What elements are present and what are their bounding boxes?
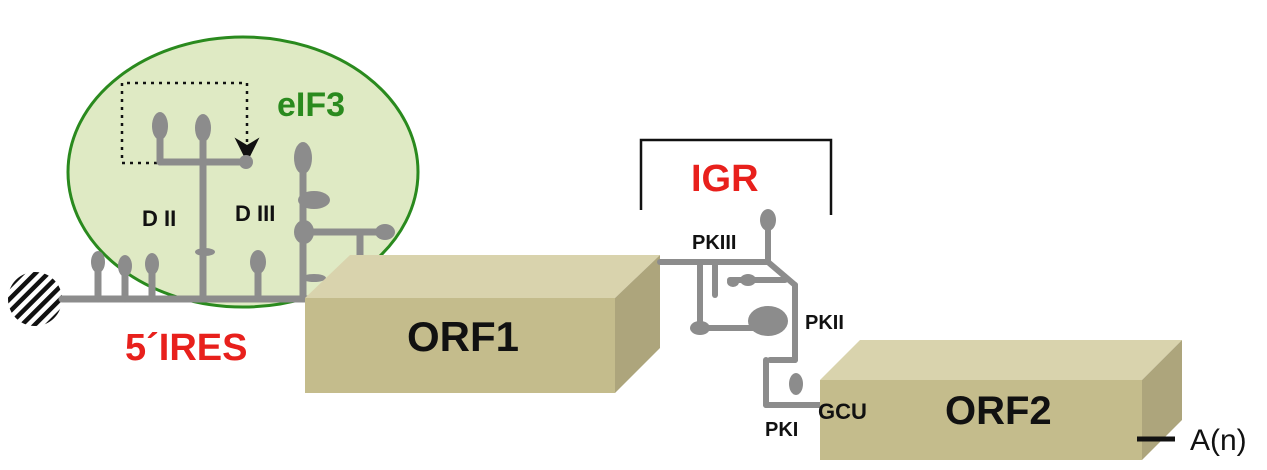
- orf2-label: ORF2: [945, 389, 1052, 433]
- gcu-label: GCU: [818, 399, 867, 424]
- orf1-box: [305, 255, 660, 393]
- polya-label: A(n): [1190, 424, 1247, 457]
- igr-label: IGR: [691, 158, 759, 200]
- d3-label: D III: [235, 201, 275, 226]
- five-prime-cap: [8, 272, 62, 326]
- dotted-arrow: [120, 81, 260, 165]
- pkii-label: PKII: [805, 312, 844, 334]
- pkiii-label: PKIII: [692, 232, 736, 254]
- eif3-complex: [66, 35, 420, 309]
- eif3-label: eIF3: [277, 86, 345, 124]
- orf1-label: ORF1: [407, 313, 519, 360]
- d2-label: D II: [142, 206, 176, 231]
- pki-label: PKI: [765, 419, 798, 441]
- ires-label: 5´IRES: [125, 327, 247, 369]
- igr-bracket: [639, 138, 833, 215]
- orf2-box: [820, 340, 1182, 460]
